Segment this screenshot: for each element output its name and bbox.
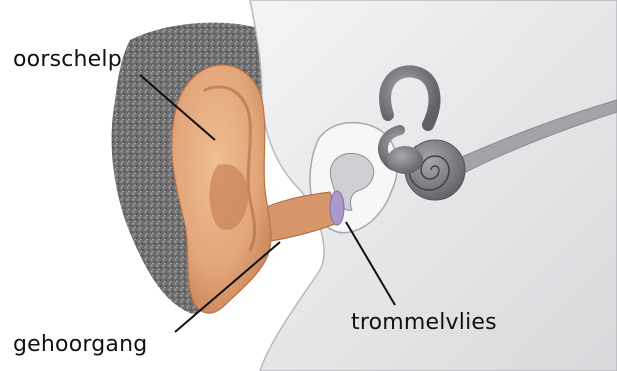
trommelvlies-label: trommelvlies bbox=[351, 312, 497, 334]
oorschelp-label: oorschelp bbox=[13, 49, 122, 71]
eardrum bbox=[330, 191, 344, 225]
vestibule bbox=[387, 146, 423, 174]
gehoorgang-label: gehoorgang bbox=[13, 334, 147, 356]
